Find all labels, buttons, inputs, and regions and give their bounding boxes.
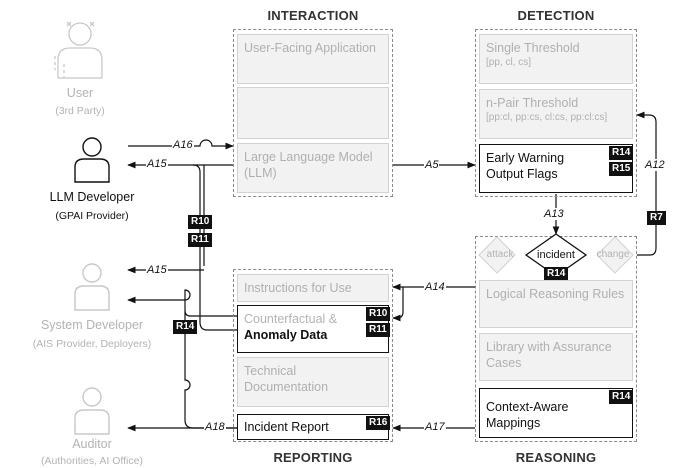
large-language-model: Large Language Model (LLM): [237, 143, 389, 193]
label-a15-top: A15: [146, 158, 168, 170]
n-pair-threshold: n-Pair Threshold [pp:cl, pp:cs, cl:cs, p…: [479, 89, 633, 139]
user-icon: [54, 21, 103, 79]
counterfactual-label: Counterfactual &: [244, 312, 338, 326]
tag-r11-left: R11: [188, 233, 212, 247]
change-label: change: [596, 249, 630, 260]
incident-decision: [478, 233, 634, 277]
counterfactual-anomaly-data: Counterfactual & Anomaly Data: [237, 305, 389, 353]
auditor-icon: [74, 387, 110, 435]
technical-documentation: Technical Documentation: [237, 357, 389, 407]
single-threshold-label: Single Threshold: [486, 41, 580, 55]
user-subtitle: (3rd Party): [55, 105, 105, 117]
tag-r15: R15: [609, 162, 634, 176]
system-developer-icon: [74, 263, 110, 311]
label-a18: A18: [204, 421, 226, 433]
group-detection: [475, 29, 637, 197]
line-counterfactual-down: [184, 289, 237, 429]
llm-developer-subtitle: (GPAI Provider): [55, 210, 129, 222]
attack-diamond: [478, 236, 516, 274]
incident-report: Incident Report: [237, 414, 389, 440]
context-aware-mappings: Context-Aware Mappings: [479, 388, 633, 438]
system-developer-subtitle: (AIS Provider, Deployers): [32, 338, 152, 350]
label-a16: A16: [172, 139, 194, 151]
arrow-a12: [636, 111, 657, 256]
llm-developer-icon: [74, 137, 110, 183]
user-facing-application: User-Facing Application: [237, 34, 389, 84]
group-title-detection: DETECTION: [517, 8, 595, 23]
attack-label: attack: [486, 249, 514, 260]
label-a15-mid: A15: [146, 264, 168, 276]
system-developer-name: System Developer: [40, 318, 144, 332]
group-interaction: [233, 29, 393, 197]
incident-label: incident: [537, 249, 575, 261]
tag-r7: R7: [647, 211, 666, 225]
tag-r14-left: R14: [173, 320, 198, 334]
n-pair-threshold-label: n-Pair Threshold: [486, 96, 579, 110]
user-name: User: [66, 86, 94, 100]
arrow-a14-branch: [392, 287, 404, 322]
tag-r14-early-warning: R14: [609, 146, 634, 160]
group-title-reasoning: REASONING: [515, 450, 597, 465]
tag-r16: R16: [366, 416, 391, 430]
auditor-name: Auditor: [72, 437, 112, 451]
single-threshold: Single Threshold [pp, cl, cs]: [479, 34, 633, 84]
label-a14: A14: [424, 281, 446, 293]
library-assurance-cases: Library with Assurance Cases: [479, 333, 633, 381]
group-reporting: [233, 269, 393, 442]
label-a13: A13: [543, 208, 565, 220]
anomaly-data-label: Anomaly Data: [244, 328, 328, 342]
label-a12: A12: [644, 159, 666, 171]
label-a17: A17: [424, 421, 446, 433]
group-title-interaction: INTERACTION: [267, 8, 359, 23]
tag-r11-counterfactual: R11: [366, 323, 390, 337]
logical-reasoning-rules: Logical Reasoning Rules: [479, 280, 633, 328]
instructions-for-use: Instructions for Use: [237, 274, 389, 302]
tag-r10-left: R10: [188, 215, 213, 229]
line-anomaly-to-llm-dev: [192, 164, 237, 331]
change-diamond: [596, 236, 634, 274]
interaction-empty-box: [237, 87, 389, 139]
auditor-subtitle: (Authorities, AI Office): [41, 455, 143, 467]
tag-r14-context-aware: R14: [609, 390, 634, 404]
tag-r10-counterfactual: R10: [366, 307, 391, 321]
single-threshold-params: [pp, cl, cs]: [486, 57, 532, 68]
llm-developer-name: LLM Developer: [49, 190, 135, 204]
n-pair-threshold-params: [pp:cl, pp:cs, cl:cs, pp:cl:cs]: [486, 112, 608, 123]
group-title-reporting: REPORTING: [273, 450, 353, 465]
tag-r14-incident: R14: [544, 267, 569, 281]
early-warning-output-flags: Early Warning Output Flags: [479, 144, 633, 193]
arrow-a16: [128, 139, 234, 150]
label-a5: A5: [424, 159, 440, 171]
